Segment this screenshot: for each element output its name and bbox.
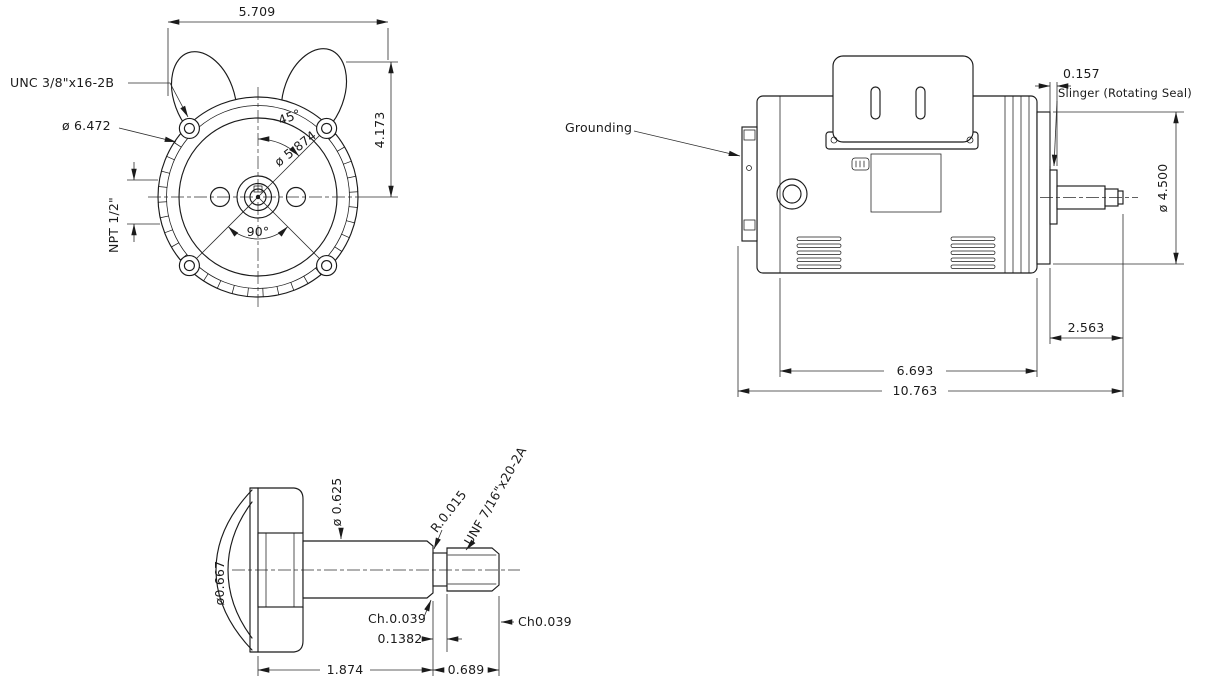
dim-shaft-extension-label: 2.563 [1068,320,1105,335]
angle-90-arc [228,226,288,240]
slinger-leader [1051,100,1058,167]
grease-plug-outer [776,178,808,210]
dim-overall-length-label: 10.763 [893,383,938,398]
unc-thread-label: UNC 3/8"x16-2B [10,75,114,90]
dim-overall-length [737,214,1124,397]
slinger-label: Slinger (Rotating Seal) [1058,86,1192,100]
dim-undercut [421,594,462,676]
grounding-panel [741,126,758,242]
nameplate [870,153,942,213]
conduit-box [832,55,974,143]
conduit-box-slot-left [870,86,881,120]
slinger-disc [1049,169,1058,225]
dim-height-label: 4.173 [372,112,387,149]
hole-centerlines [185,124,331,270]
conduit-box-slot-right [915,86,926,120]
shaft-dia-label: ø 0.625 [329,478,344,527]
fillet-radius-label: R.0.015 [427,487,469,535]
dim-flange-dia [1053,111,1184,265]
shaft-detail-view: ø 0.625 ø0.667 R.0.015 UNF 7/16"x20-2A C… [212,444,572,677]
grease-plug-inner [782,184,802,204]
npt-label: NPT 1/2" [106,197,121,253]
dim-height [346,61,398,198]
angle-45-arc [257,136,300,157]
mounting-holes [178,117,338,277]
threaded-end [446,547,500,592]
dim-width [167,19,389,96]
face-hole-right [285,186,307,208]
base-screw-left [830,136,838,144]
endbell-ribs [1004,95,1030,274]
vent-slots-right [950,236,996,269]
dim-shaft-length [257,656,434,676]
unf-thread-label: UNF 7/16"x20-2A [461,444,530,548]
base-screw-right [966,136,974,144]
dim-frame-length [779,278,1038,377]
fillet-leader [433,529,443,550]
shaft-center-detail [236,175,280,219]
npt-dim [127,162,160,242]
outer-dia-leader [118,127,177,143]
dim-shaft-length-label: 1.874 [327,662,364,677]
angle-90-label: 90° [247,224,270,239]
grounding-label: Grounding [565,120,632,135]
shaft-profile [302,540,434,599]
side-view: Grounding 0.157 Slinger (Rotating Seal) … [565,55,1192,398]
dim-thread-length-label: 0.689 [448,662,485,677]
angle-45-label: 45° [276,106,303,128]
dim-slinger-width-label: 0.157 [1063,66,1100,81]
unf-leader [465,539,476,551]
dim-slinger-width [1035,82,1071,166]
grounding-leader [633,130,741,157]
front-view: 5.709 4.173 UNC 3/8"x16-2B ø 6.472 ø 5.8… [10,4,398,307]
dim-undercut-label: 0.1382 [378,631,423,646]
manufacturer-logo [851,157,870,171]
chamfer-right-label: Ch0.039 [518,614,572,629]
c-face-flange [1036,111,1051,265]
vent-slots-left [796,236,842,269]
dim-width-label: 5.709 [239,4,276,19]
undercut-groove [432,552,448,587]
hub-dia-label: ø0.667 [212,561,227,606]
chamfer-left-label: Ch.0.039 [368,611,426,626]
chamfer-right-callout [498,596,514,676]
face-hole-left [209,186,231,208]
dim-shaft-extension [1049,268,1124,344]
dim-frame-length-label: 6.693 [897,363,934,378]
chamfer-left-leader [423,599,432,618]
unc-leader [128,82,189,118]
outer-dia-label: ø 6.472 [62,118,111,133]
dim-flange-dia-label: ø 4.500 [1155,164,1170,213]
